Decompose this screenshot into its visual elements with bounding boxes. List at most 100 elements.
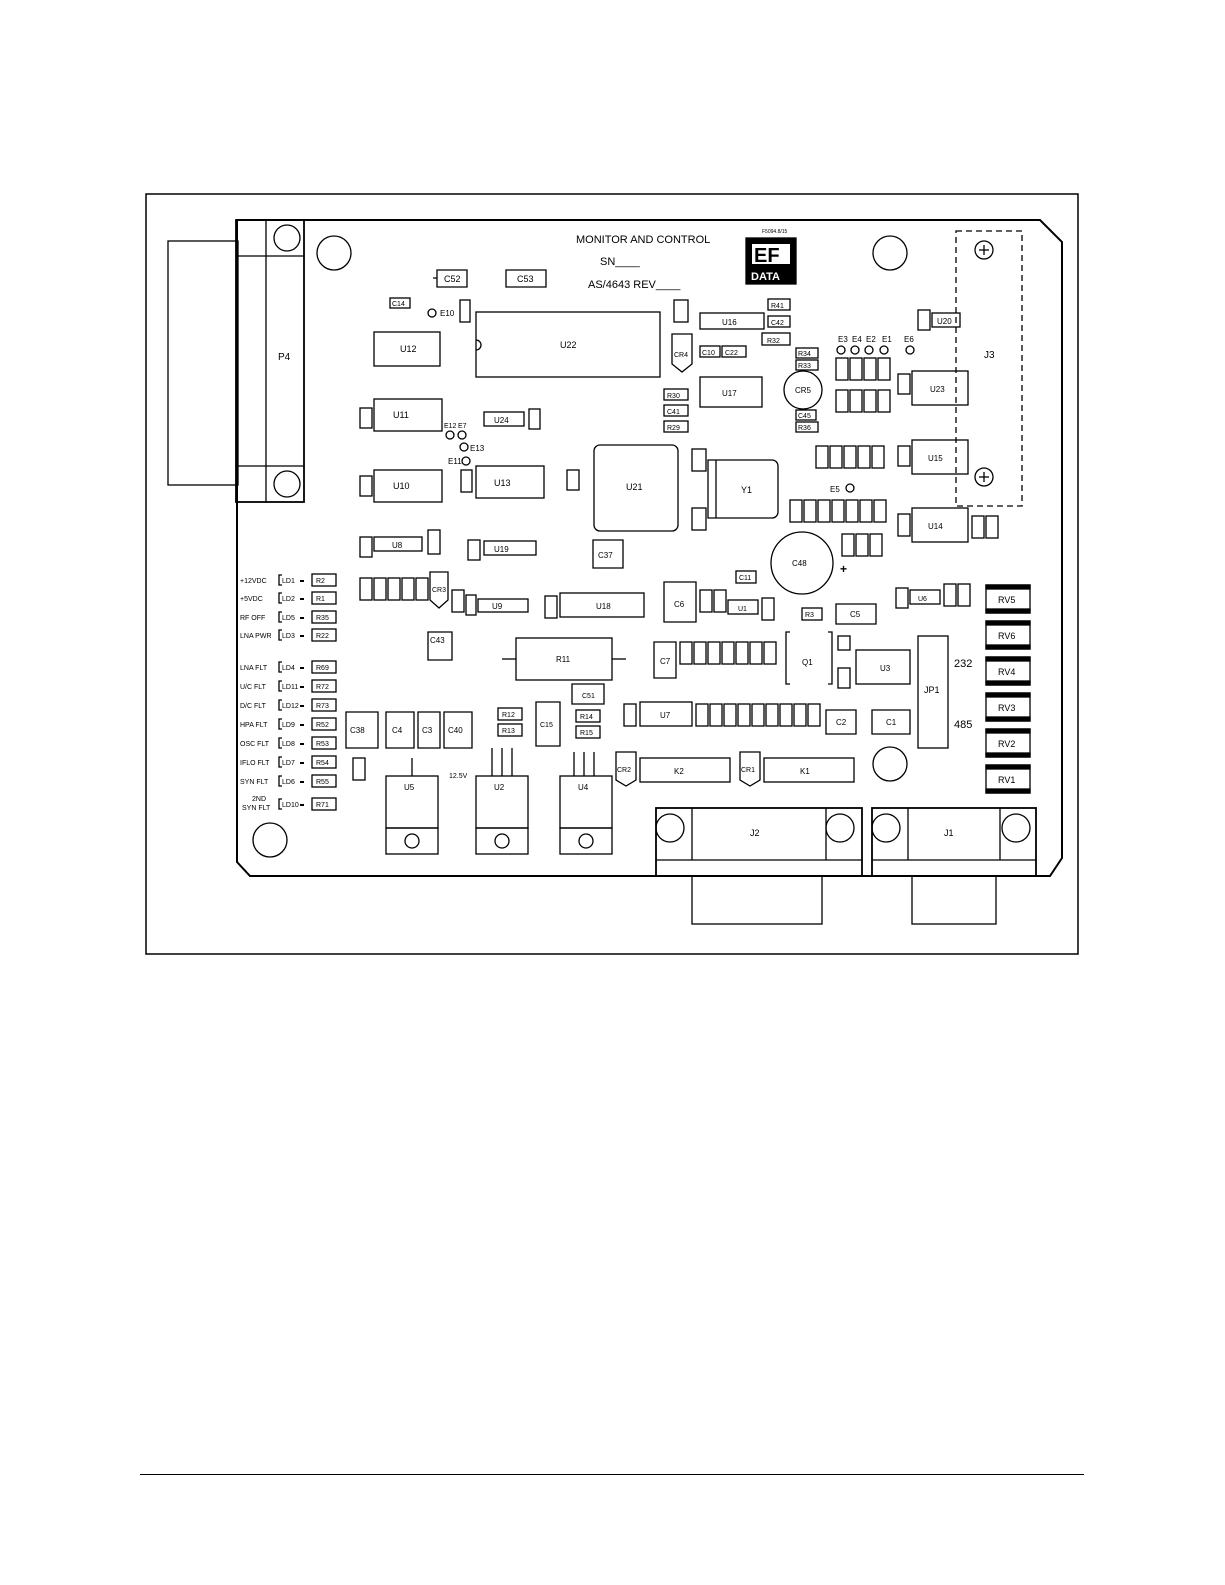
component-label: U15 — [928, 454, 943, 463]
led-resistor — [311, 591, 337, 605]
pot-label: RV3 — [998, 703, 1015, 713]
component-label: R11 — [556, 655, 571, 664]
led-designator: LD11 — [282, 684, 298, 691]
component-label: C6 — [674, 600, 685, 609]
led-designator: LD9 — [282, 722, 295, 729]
led-pad — [300, 804, 304, 806]
led-designator: LD6 — [282, 779, 295, 786]
led-label: LNA PWR — [240, 633, 272, 640]
component-label: U12 — [400, 344, 417, 354]
led-pad — [300, 762, 304, 764]
pot-top-bar — [985, 656, 1031, 662]
led-resistor-label: R73 — [316, 703, 329, 710]
pot-top-bar — [985, 584, 1031, 590]
component-label: R12 — [502, 712, 515, 719]
component-label: C7 — [660, 657, 671, 666]
board-outline — [236, 219, 1063, 877]
j3-label: J3 — [984, 350, 995, 361]
component-label: R33 — [798, 363, 811, 370]
led-bracket — [278, 574, 282, 586]
component-label: C41 — [667, 409, 680, 416]
component-label: CR1 — [741, 767, 755, 774]
component-label: E1 — [882, 335, 892, 344]
led-pad — [300, 617, 304, 619]
led-resistor — [311, 679, 337, 693]
component-label: + — [840, 562, 847, 576]
led-resistor-label: R71 — [316, 802, 329, 809]
led-resistor-label: R2 — [316, 578, 325, 585]
component-label: E5 — [830, 485, 840, 494]
component-label: E12 — [444, 423, 457, 430]
led-bracket — [278, 699, 282, 711]
component-label: U8 — [392, 541, 403, 550]
component-label: U16 — [722, 318, 737, 327]
led-pad — [300, 598, 304, 600]
led-resistor — [311, 698, 337, 712]
led-resistor — [311, 628, 337, 642]
component-label: C48 — [792, 559, 807, 568]
pot-label: RV4 — [998, 667, 1015, 677]
component-label: E10 — [440, 309, 455, 318]
pot-bottom-bar — [985, 608, 1031, 614]
component-label: 485 — [954, 719, 972, 731]
potentiometer: RV3 — [985, 692, 1031, 722]
pot-top-bar — [985, 692, 1031, 698]
component-label: R13 — [502, 728, 515, 735]
component-label: Q1 — [802, 658, 813, 667]
led-label: IFLO FLT — [240, 760, 270, 767]
component-label: U24 — [494, 416, 509, 425]
logo-data: DATA — [751, 271, 780, 283]
j1-connector: J1 — [871, 807, 1037, 925]
component-label: E13 — [470, 444, 485, 453]
lower-passives: C38 C4 C3 C40 R12 R13 C15 R14 R15 — [345, 701, 601, 781]
component-label: R15 — [580, 730, 593, 737]
led-resistor-label: R72 — [316, 684, 329, 691]
board-serial: SN____ — [600, 256, 641, 268]
component-label: R14 — [580, 714, 593, 721]
component-label: R29 — [667, 425, 680, 432]
led-resistor — [311, 736, 337, 750]
board-assembly: AS/4643 REV____ — [588, 279, 681, 291]
component-label: C1 — [886, 718, 897, 727]
component-label: JP1 — [924, 685, 940, 695]
component-label: CR5 — [795, 386, 812, 395]
jp1-jumper: JP1 232 485 — [917, 635, 972, 749]
led-resistor-label: R52 — [316, 722, 329, 729]
component-label: U21 — [626, 482, 643, 492]
component-label: R3 — [805, 612, 814, 619]
component-label: C4 — [392, 726, 403, 735]
component-label: CR3 — [432, 587, 446, 594]
led-label: 2ND — [252, 796, 266, 803]
component-label: C53 — [517, 274, 534, 284]
component-label: U20 — [937, 317, 952, 326]
led-pad — [300, 743, 304, 745]
led-pad — [300, 781, 304, 783]
pot-bottom-bar — [985, 644, 1031, 650]
p4-label: P4 — [278, 352, 291, 363]
led-label: +12VDC — [240, 578, 267, 585]
led-resistor — [311, 610, 337, 624]
component-label: U11 — [393, 410, 409, 420]
component-label: C52 — [444, 274, 461, 284]
component-label: R32 — [767, 338, 780, 345]
voltage-regulators: U5 12.5V U2 U4 — [385, 748, 613, 855]
led-pad — [300, 686, 304, 688]
component-label: E3 — [838, 335, 848, 344]
component-label: E2 — [866, 335, 876, 344]
potentiometer: RV4 — [985, 656, 1031, 686]
component-label: CR4 — [674, 352, 688, 359]
component-label: CR2 — [617, 767, 631, 774]
led-bracket — [278, 775, 282, 787]
led-designator: LD7 — [282, 760, 295, 767]
board-title: MONITOR AND CONTROL — [576, 234, 710, 246]
led-label: RF OFF — [240, 615, 265, 622]
led-label: D/C FLT — [240, 703, 267, 710]
component-label: C5 — [850, 610, 861, 619]
